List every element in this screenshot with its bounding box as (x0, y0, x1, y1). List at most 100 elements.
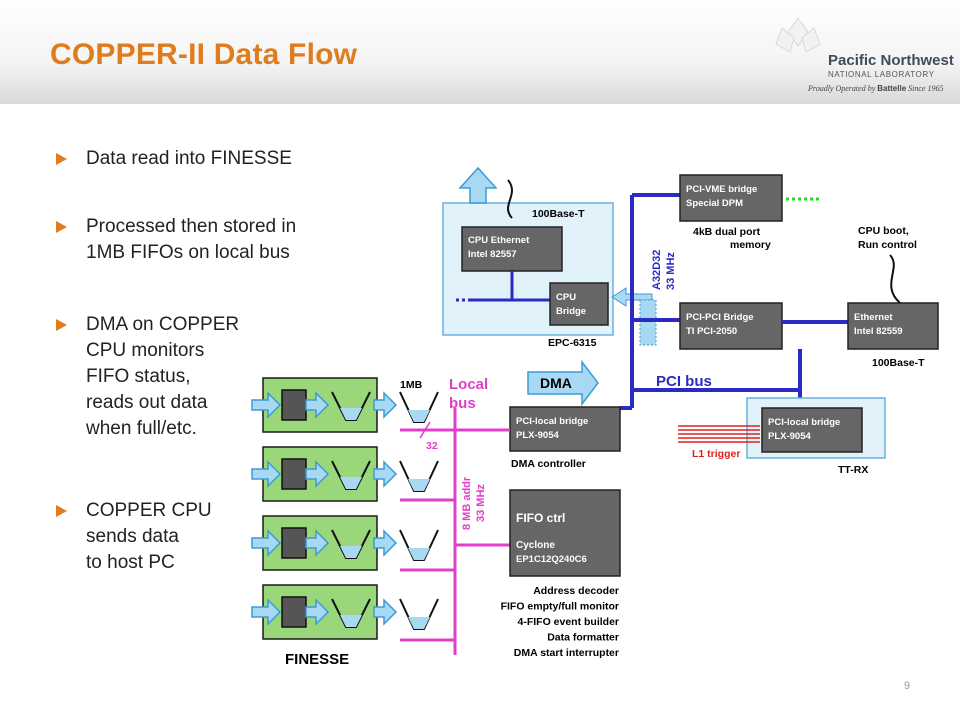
adc-chip-icon (281, 458, 307, 490)
label-dpm-2: memory (730, 239, 771, 251)
bullet-arrow-icon (56, 319, 67, 331)
pci-pci-bridge-box (679, 302, 783, 350)
buffer-fill (340, 408, 362, 420)
output-arrow-icon (373, 598, 398, 626)
buffer-fill (340, 615, 362, 627)
label-pci-bus: PCI bus (656, 373, 712, 390)
tagline-post: Since 1965 (906, 84, 944, 93)
slide-title: COPPER-II Data Flow (50, 38, 358, 71)
cpu-bridge-label: CPU (556, 292, 576, 303)
label-100base-right: 100Base-T (872, 357, 925, 369)
plx-right-box (761, 407, 863, 453)
ethernet2-chip: Intel 82559 (854, 326, 903, 337)
internal-arrow-icon (305, 391, 330, 419)
fifo-1mb (399, 529, 439, 561)
network-up-arrow-icon (458, 166, 498, 204)
fifo-function-item: Address decoder (533, 585, 619, 597)
ethernet2-label: Ethernet (854, 312, 893, 323)
bullet-arrow-icon (56, 505, 67, 517)
label-100base-top: 100Base-T (532, 208, 585, 220)
cpu-ethernet-chip: Intel 82557 (468, 249, 517, 260)
label-cpu-boot: CPU boot, (858, 225, 909, 237)
fifo-1mb (399, 598, 439, 630)
internal-arrow-icon (305, 460, 330, 488)
label-a32d32: A32D32 (651, 250, 663, 290)
ep1c-label: EP1C12Q240C6 (516, 554, 587, 565)
fifo-ctrl-label: FIFO ctrl (516, 511, 565, 525)
label-ttrx: TT-RX (838, 464, 868, 476)
adc-chip-icon (281, 596, 307, 628)
fifo-1mb (399, 391, 439, 423)
finesse-cards (251, 377, 398, 640)
internal-arrow-icon (305, 598, 330, 626)
pci-vme-label: PCI-VME bridge (686, 184, 757, 195)
finesse-card (251, 584, 398, 640)
label-8mb: 8 MB addr (461, 476, 473, 530)
fifo-function-item: Data formatter (547, 632, 619, 644)
pnnl-logo-mark-icon (775, 17, 821, 53)
input-arrow-icon (251, 391, 282, 419)
dma-arrow-icon (527, 359, 599, 407)
fifo-fill (408, 617, 430, 629)
pci-pci-label-2: TI PCI-2050 (686, 326, 737, 337)
output-arrow-icon (373, 529, 398, 557)
buffer-fill (340, 477, 362, 489)
finesse-card (251, 515, 398, 571)
fifo-function-item: DMA start interrupter (514, 647, 619, 659)
pci-vme-bridge-box (679, 174, 783, 222)
label-dma: DMA (540, 375, 572, 391)
ethernet2-box (847, 302, 939, 350)
label-l1-trigger: L1 trigger (692, 448, 740, 460)
finesse-card (251, 446, 398, 502)
cpu-ethernet-label: CPU Ethernet (468, 235, 530, 246)
output-arrow-icon (373, 460, 398, 488)
fifo-function-item: 4-FIFO event builder (517, 616, 619, 628)
pnnl-logo: Pacific Northwest NATIONAL LABORATORY Pr… (768, 14, 958, 94)
bullet-text: DMA on COPPER CPU monitors FIFO status, … (86, 314, 240, 439)
fifo-fill (408, 410, 430, 422)
bullet-text: Processed then stored in 1MB FIFOs on lo… (86, 216, 297, 263)
bullet-text: COPPER CPU sends data to host PC (86, 500, 212, 573)
plx-left-label: PCI-local bridge (516, 416, 588, 427)
label-dpm: 4kB dual port (693, 226, 761, 238)
local-bus (400, 408, 510, 655)
label-epc: EPC-6315 (548, 337, 597, 349)
label-local: Local (449, 376, 488, 393)
bullet-arrow-icon (56, 221, 67, 233)
cpu-bridge-label-2: Bridge (556, 306, 586, 317)
plx-right-label: PCI-local bridge (768, 417, 840, 428)
label-bus: bus (449, 395, 476, 412)
tagline-pre: Proudly Operated by (808, 84, 878, 93)
plx-left-chip: PLX-9054 (516, 430, 559, 441)
l1-trigger-lines (678, 425, 760, 443)
label-32: 32 (426, 440, 438, 452)
plx-left-box (509, 406, 621, 452)
slide-header (0, 0, 960, 104)
label-dma-controller: DMA controller (511, 458, 586, 470)
bullet-text: Data read into FINESSE (86, 148, 292, 169)
fifo-ctrl-box (509, 489, 621, 577)
cpu-bridge-box (549, 282, 609, 326)
fifo-1mb (399, 460, 439, 492)
pci-vme-label-2: Special DPM (686, 198, 743, 209)
fifo-fill (408, 479, 430, 491)
boot-cable-icon (889, 254, 901, 304)
cpu-ethernet-box (461, 226, 563, 272)
logo-tagline: Proudly Operated by Battelle Since 1965 (808, 84, 943, 93)
bullet-arrow-icon (56, 153, 67, 165)
input-arrow-icon (251, 598, 282, 626)
buffer-fill (340, 546, 362, 558)
output-arrow-icon (373, 391, 398, 419)
logo-subtitle: NATIONAL LABORATORY (828, 70, 935, 79)
label-run-control: Run control (858, 239, 917, 251)
label-1mb: 1MB (400, 379, 423, 391)
pci-pci-label: PCI-PCI Bridge (686, 312, 754, 323)
fifo-fill (408, 548, 430, 560)
fifo-cups (399, 391, 439, 630)
finesse-card (251, 377, 398, 433)
adc-chip-icon (281, 527, 307, 559)
input-arrow-icon (251, 529, 282, 557)
label-finesse: FINESSE (285, 651, 349, 668)
